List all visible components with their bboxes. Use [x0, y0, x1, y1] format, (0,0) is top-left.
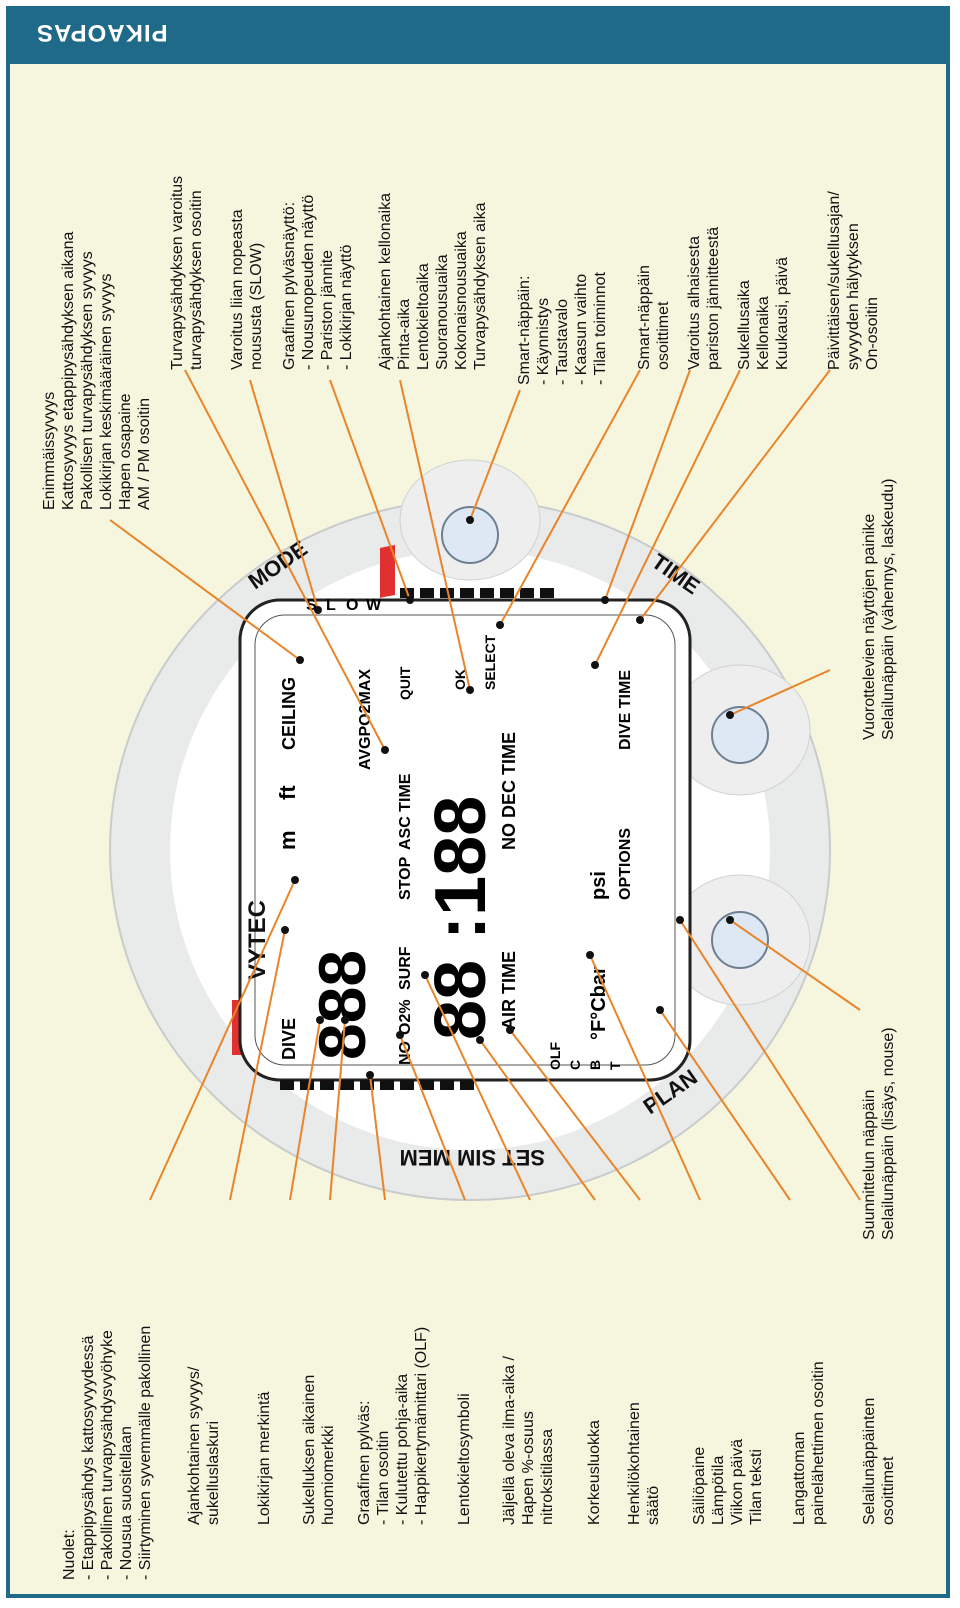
leader-air-time: [424, 974, 531, 1201]
lcd-label-options: OPTIONS: [617, 828, 634, 900]
label-depth: Ajankohtainen syvyys/ sukelluslaskuri: [186, 1366, 222, 1525]
leader-bar-graph: [329, 379, 411, 601]
smart-button[interactable]: [441, 506, 499, 564]
leader-wireless: [659, 1009, 791, 1201]
lcd-label-select: SELECT: [482, 634, 498, 690]
leader-alarm: [639, 369, 831, 621]
lcd-label-t: T: [607, 1061, 623, 1070]
leader-battery: [604, 369, 691, 601]
lcd-label-no-dec-time: NO DEC TIME: [499, 732, 519, 850]
leader-tank: [589, 954, 701, 1201]
slow-letter-w: W: [366, 597, 382, 614]
label-altitude: Korkeusluokka: [586, 1420, 603, 1525]
label-tank: Säiliöpaine Lämpötila Viikon päivä Tilan…: [691, 1439, 765, 1525]
leader-plan-button: [729, 919, 861, 1011]
lcd-digits-main: 88 :188: [421, 796, 501, 1040]
bezel-red-mark-top: [380, 545, 395, 598]
label-attention: Sukelluksen aikainen huomiomerkki: [301, 1374, 337, 1525]
slow-letter-s: S: [306, 597, 317, 614]
leader-safety-stop: [184, 369, 386, 751]
leader-lines: [109, 369, 861, 1201]
lcd-label-units: °F°Cbar: [588, 966, 610, 1040]
leader-dive-time: [594, 369, 741, 666]
label-clock: Ajankohtainen kellonaika Pinta-aika Lent…: [377, 192, 489, 370]
slow-letter-l: L: [326, 597, 336, 614]
header-bar: PIKAOPAS: [6, 6, 950, 64]
label-no-fly: Lentokieltosymboli: [456, 1393, 473, 1525]
label-air-time: Jäljellä oleva ilma-aika / Hapen %-osuus…: [501, 1356, 556, 1525]
label-logbook-mark: Lokikirjan merkintä: [256, 1391, 273, 1525]
leader-scroll-down: [729, 669, 831, 716]
leader-slow: [249, 379, 319, 611]
leader-smart-indicators: [499, 369, 641, 626]
lcd-label-o2: O2%: [397, 999, 414, 1035]
label-scroll-indicators: Selailunäppäinten osoittimet: [861, 1397, 897, 1525]
lcd-label-m: m: [275, 830, 300, 850]
plan-button[interactable]: [711, 911, 769, 969]
leader-smart-button: [469, 389, 521, 521]
label-max-depth: Enimmäissyvyys Kattosyvyys etappipysähdy…: [41, 231, 153, 510]
lcd-label-psi: psi: [588, 871, 610, 900]
label-scroll-down: Vuorottelevien näyttöjen painike Selailu…: [861, 478, 897, 740]
leader-depth: [149, 879, 296, 1201]
label-slow: Varoitus liian nopeasta noususta (SLOW): [229, 209, 265, 370]
label-dive-time: Sukellusaika Kellonaika Kuukausi, päivä: [736, 257, 791, 370]
lcd-inner: [254, 614, 676, 1066]
lcd-label-ok: OK: [452, 669, 468, 690]
lcd-label-dive-time: DIVE TIME: [617, 670, 634, 750]
label-wireless: Langattoman painelähettimen osoitin: [791, 1361, 827, 1525]
leader-attention: [329, 1019, 346, 1201]
leader-max-depth: [109, 519, 301, 661]
lcd-label-olf: OLF: [547, 1042, 563, 1070]
leader-no-fly: [399, 1034, 466, 1201]
slow-letter-o: O: [346, 597, 358, 614]
lcd-label-asc-time: ASC TIME: [397, 773, 414, 850]
leader-graph-left: [369, 1074, 386, 1201]
leader-dots: [281, 516, 734, 1079]
leader-personal: [509, 1029, 641, 1201]
set-sim-mem-label: SET SIM MEM: [400, 1145, 545, 1170]
lcd-label-dive: DIVE: [279, 1018, 299, 1060]
lcd-label-surf: SURF: [397, 946, 414, 990]
lcd-label-ceiling: CEILING: [279, 677, 299, 750]
label-bar-graph: Graafinen pylväsnäyttö: - Nousunopeuden …: [281, 194, 355, 370]
label-battery: Varoitus alhaisesta pariston jännitteest…: [686, 226, 722, 370]
lcd-label-quit: QUIT: [397, 666, 413, 700]
lcd-label-air-time: AIR TIME: [499, 951, 519, 1030]
leader-scroll-ind: [679, 919, 861, 1201]
lcd-content: DIVE m ft CEILING 888 AVGPO2MAX NO O2% S…: [244, 634, 634, 1070]
brand-logo: VYTEC: [244, 900, 271, 980]
leader-arrows: [229, 929, 286, 1201]
slow-letters: S L O W: [306, 597, 382, 614]
lcd-label-avgpo2max: AVGPO2MAX: [357, 669, 374, 770]
leader-logbook: [289, 1019, 321, 1201]
label-arrows: Nuolet: - Etappipysähdys kattosyvyydessä…: [61, 1325, 154, 1580]
label-smart-button: Smart-näppäin: - Käynnistys - Taustavalo…: [516, 272, 609, 385]
label-plan-button: Suunnittelun näppäin Selailunäppäin (lis…: [861, 1027, 897, 1240]
lcd-label-ft: ft: [275, 785, 300, 800]
scroll-down-button[interactable]: [711, 706, 769, 764]
label-personal: Henkilökohtainen säätö: [626, 1402, 662, 1525]
lcd-label-b: B: [587, 1060, 603, 1070]
label-graph-left: Graafinen pylväs: - Tilan osoitin - Kulu…: [356, 1326, 430, 1525]
label-safety-stop: Turvapysähdyksen varoitus turvapysähdyks…: [169, 175, 205, 370]
lcd-label-c: C: [567, 1060, 583, 1070]
label-alarm: Päivittäisen/sukellusajan/ syvyyden häly…: [826, 191, 881, 370]
label-smart-indicators: Smart-näppäin osoittimet: [636, 265, 672, 370]
leader-clock: [399, 379, 471, 691]
lcd-label-stop: STOP: [397, 856, 414, 900]
leader-altitude: [479, 1039, 596, 1201]
